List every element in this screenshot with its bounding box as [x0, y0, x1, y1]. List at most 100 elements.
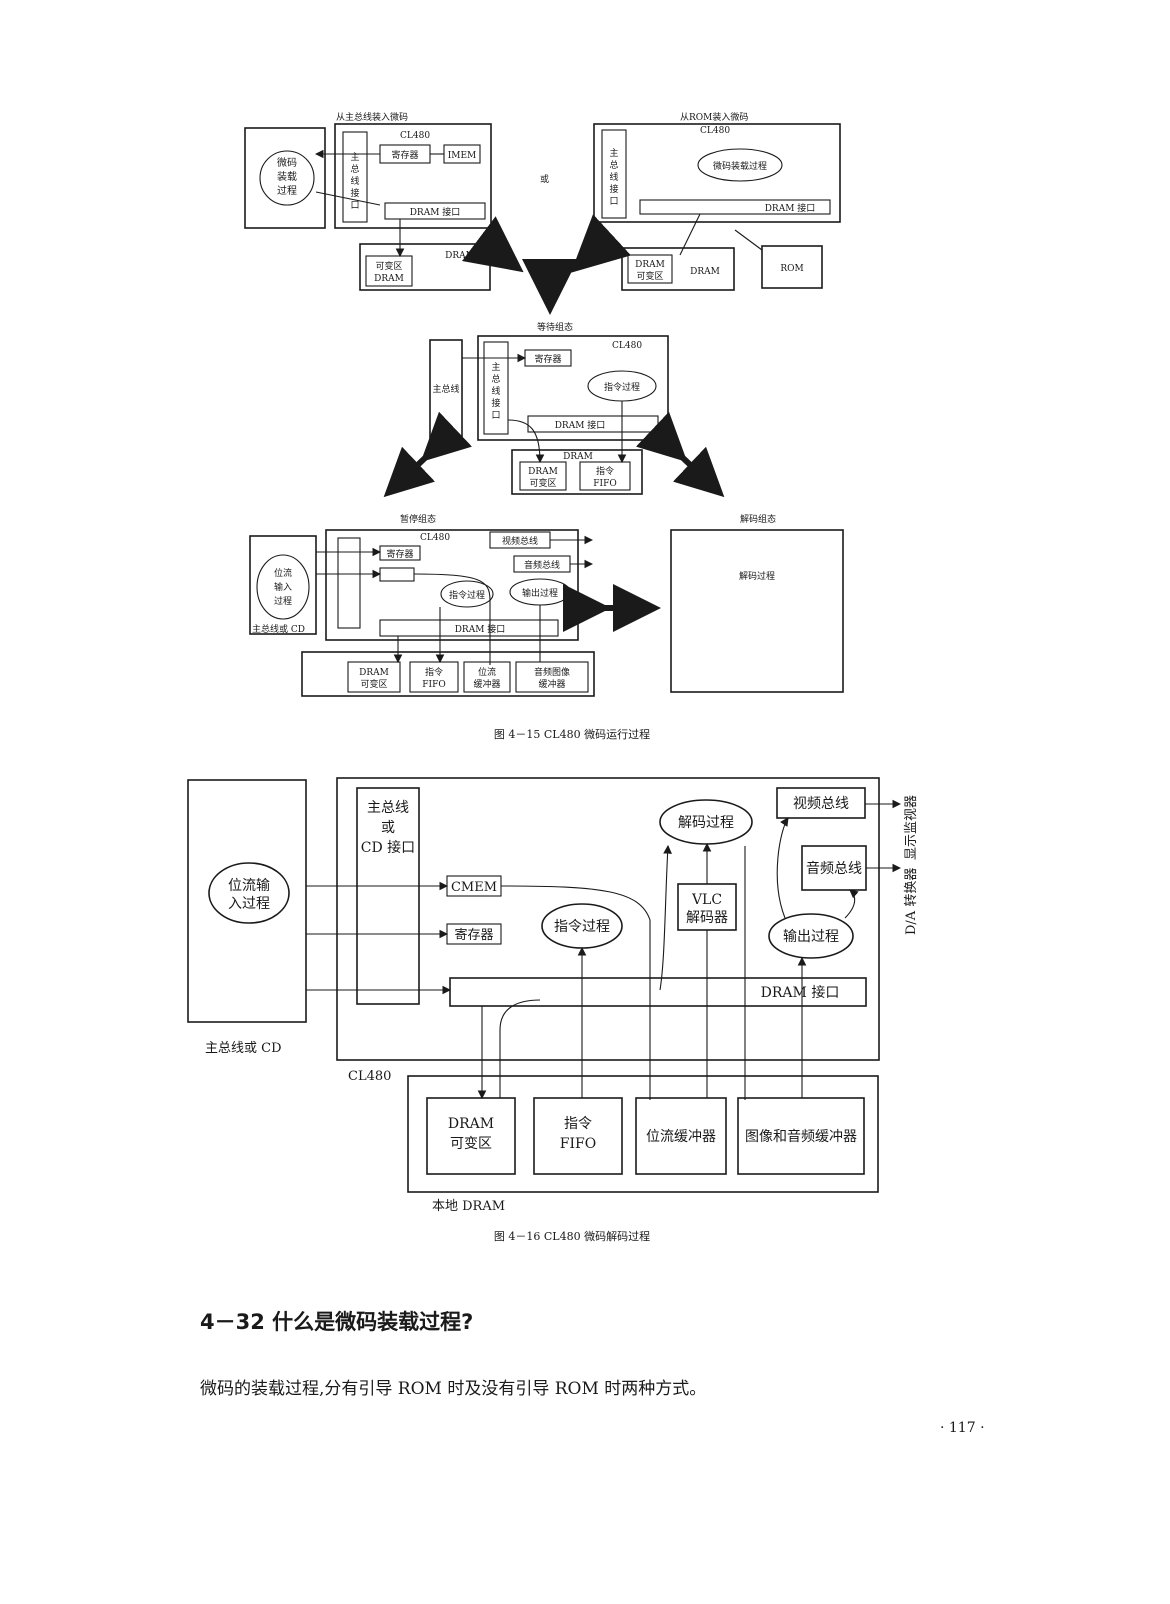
cl480-label-16: CL480 [348, 1069, 391, 1084]
micro-load-l3: 过程 [277, 184, 297, 197]
figure-4-15: 从主总线装入微码 微码 装载 过程 CL480 主 总 线 接 口 寄存器 IM… [244, 111, 844, 741]
rom-label: ROM [780, 264, 803, 274]
bitstream-buf-p-l2: 缓冲器 [473, 678, 500, 690]
wait-state-label: 等待组态 [537, 321, 573, 333]
bus-iface-a-c5: 口 [350, 201, 359, 211]
vlc-decoder-l2: 解码器 [686, 910, 728, 926]
cmd-fifo-w-l1: 指令 [596, 465, 614, 477]
video-bus-label-p: 视频总线 [502, 535, 538, 547]
bitstream-input-16-l1: 位流输 [228, 878, 270, 894]
video-bus-box-16 [776, 787, 866, 819]
decode-state-label: 解码组态 [740, 513, 776, 525]
decode-process-label-16: 解码过程 [678, 815, 734, 831]
av-buf-p-l1: 音频图像 [534, 666, 570, 678]
init-label: 初始化 [536, 273, 563, 285]
cl480-label-w: CL480 [612, 341, 642, 351]
da-converter-label: D/A 转换器 [904, 868, 919, 935]
dram-iface-a [384, 202, 486, 220]
main-bus-or-cd-16: 主总线或 CD [205, 1041, 282, 1056]
register-label-p: 寄存器 [386, 548, 413, 560]
dram-label-b: DRAM [690, 267, 720, 277]
bus-iface-a-c2: 总 [350, 163, 359, 175]
cmd-fifo-p-l2: FIFO [422, 680, 445, 690]
var-area-label-a: 可变区 [375, 260, 402, 272]
var-dram-label-a: DRAM [374, 274, 404, 284]
cmem-label-16: CMEM [451, 880, 497, 895]
vlc-decoder-l1: VLC [691, 892, 722, 908]
load-from-rom-title: 从ROM装入微码 [680, 111, 748, 123]
bitstream-input-l3: 过程 [274, 595, 292, 607]
bus-iface-w [483, 341, 509, 435]
cmd-fifo-16-l2: FIFO [560, 1136, 596, 1152]
cmd-process-ellipse-p [440, 580, 494, 608]
decode-state-box [670, 529, 844, 693]
cmd-fifo-box-w [579, 461, 631, 491]
bus-iface-16-l3: CD 接口 [361, 839, 415, 856]
bitstream-input-ellipse-16 [208, 862, 290, 924]
bus-iface-a [342, 131, 368, 223]
monitor-label: 显示监视器 [904, 795, 919, 860]
cl480-box-b [593, 123, 841, 223]
bus-iface-b-c5: 口 [609, 197, 618, 207]
bitstream-input-box [249, 535, 317, 635]
main-bus-iface-16 [356, 787, 420, 1005]
micro-load-box [244, 127, 326, 229]
micro-load-label-b: 微码装载过程 [713, 160, 767, 172]
av-buf-box-16 [737, 1097, 865, 1175]
micro-load-l1: 微码 [277, 156, 297, 169]
micro-load-l2: 装载 [277, 170, 297, 183]
bitstream-buf-p-l1: 位流 [478, 666, 496, 678]
dram-box-p [301, 651, 595, 697]
bus-iface-16-l2: 或 [381, 820, 395, 836]
output-process-label-16: 输出过程 [783, 929, 839, 945]
bus-iface-b-c1: 主 [609, 147, 618, 159]
output-process-label-p: 输出过程 [522, 587, 558, 599]
pause-state-label: 暂停组态 [400, 513, 436, 525]
bitstream-input-block [187, 779, 307, 1023]
main-bus-label-w: 主总线 [432, 383, 459, 395]
audio-bus-label-p: 音频总线 [524, 559, 560, 571]
register-label-w: 寄存器 [534, 353, 561, 365]
bus-iface-a-c4: 接 [350, 187, 359, 199]
dram-label-w: DRAM [563, 452, 593, 462]
caption-4-15: 图 4－15 CL480 微码运行过程 [494, 727, 650, 741]
micro-load-ellipse-b [697, 148, 783, 182]
output-process-ellipse-16 [768, 913, 854, 959]
page-number: · 117 · [940, 1420, 985, 1436]
register-label-a: 寄存器 [391, 149, 418, 161]
cmd-process-label-w: 指令过程 [604, 381, 640, 393]
local-dram-box [407, 1075, 879, 1193]
dram-iface-label-16: DRAM 接口 [761, 984, 840, 1001]
bitstream-input-l1: 位流 [274, 567, 292, 579]
bus-iface-a-c3: 线 [350, 175, 359, 187]
bitstream-buf-box-16 [635, 1097, 727, 1175]
bitstream-input-ellipse [256, 554, 310, 620]
cl480-label-b: CL480 [700, 126, 730, 136]
bitstream-buf-label-16: 位流缓冲器 [646, 1129, 716, 1145]
bus-iface-b-c2: 总 [609, 159, 618, 171]
var-dram-label-b2: 可变区 [636, 270, 663, 282]
cmd-fifo-box-p [409, 661, 459, 693]
cl480-label-p: CL480 [420, 533, 450, 543]
main-bus-or-cd-15: 主总线或 CD [252, 623, 305, 635]
cmd-fifo-16-l1: 指令 [564, 1116, 592, 1132]
cmem-box-p [379, 567, 415, 582]
bus-iface-w-c1: 主 [491, 361, 500, 373]
cl480-box-w [477, 335, 669, 441]
imem-label: IMEM [448, 151, 477, 161]
decode-process-label-15: 解码过程 [739, 570, 775, 582]
dram-var-16-l2: 可变区 [450, 1136, 492, 1152]
section-heading: 4－32 什么是微码装载过程? [200, 1310, 474, 1334]
dram-iface-p [379, 619, 559, 637]
video-bus-label-16: 视频总线 [793, 796, 849, 812]
local-dram-label: 本地 DRAM [432, 1199, 505, 1214]
audio-bus-label-16: 音频总线 [806, 860, 862, 877]
bitstream-buf-box-p [463, 661, 511, 693]
var-dram-box [365, 255, 413, 287]
dram-var-16-l1: DRAM [448, 1116, 494, 1132]
cmd-fifo-box-16 [533, 1097, 623, 1175]
bitstream-input-l2: 输入 [274, 581, 292, 593]
dram-iface-16 [449, 977, 867, 1007]
section-paragraph: 微码的装载过程,分有引导 ROM 时及没有引导 ROM 时两种方式。 [200, 1379, 707, 1399]
